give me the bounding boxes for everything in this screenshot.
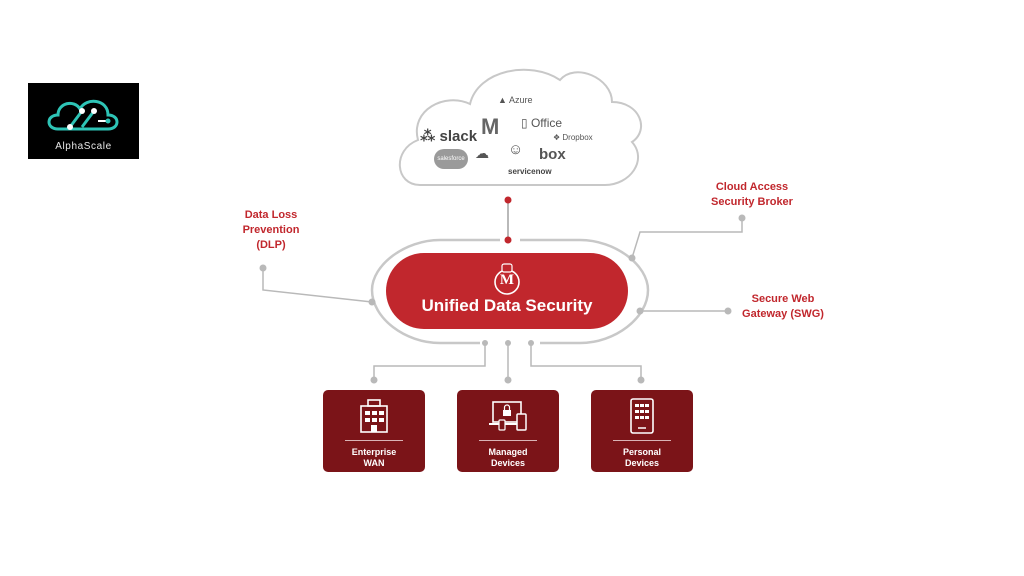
outer-arc-right: [520, 238, 650, 345]
alphascale-logo: AlphaScale: [28, 83, 139, 159]
personal-devices-box: Personal Devices: [591, 390, 693, 472]
enterprise-wan-box: Enterprise WAN: [323, 390, 425, 472]
phone-icon: [630, 398, 654, 434]
personal-connector: [530, 343, 642, 380]
google-cloud-icon: ☁: [475, 145, 489, 161]
office-logo: ▯ Office: [521, 116, 563, 130]
gmail-logo: M: [481, 114, 500, 139]
logo-text: AlphaScale: [55, 141, 112, 152]
cloud-connector-dot-top: [504, 196, 512, 204]
casb-connector: [631, 218, 743, 259]
azure-logo: ▲ Azure: [498, 95, 533, 105]
github-octocat-icon: ☺: [508, 141, 524, 158]
building-icon: [360, 399, 388, 433]
divider: [479, 440, 537, 441]
personal-devices-label: Personal Devices: [622, 447, 662, 468]
azure-icon: ▲: [498, 95, 507, 105]
casb-label: Cloud Access Security Broker: [711, 181, 793, 208]
dlp-connector: [262, 268, 373, 303]
slack-icon: ⁂: [420, 128, 436, 145]
dropbox-icon: ❖: [553, 133, 561, 142]
salesforce-logo: salesforce: [434, 149, 468, 169]
slack-logo: ⁂ slack: [420, 128, 478, 145]
hub-emblem: M: [499, 272, 515, 288]
enterprise-connector: [373, 343, 486, 380]
cloud-circuit-icon: [47, 99, 119, 131]
office-icon: ▯: [521, 116, 528, 130]
managed-devices-label: Managed Devices: [488, 447, 528, 468]
dropbox-logo: ❖ Dropbox: [553, 133, 593, 142]
managed-devices-box: Managed Devices: [457, 390, 559, 472]
hub-pill: [386, 253, 628, 329]
dlp-label: Data Loss Prevention (DLP): [242, 209, 300, 251]
box-logo: box: [539, 146, 566, 163]
outer-arc-left: [370, 238, 500, 345]
divider: [345, 440, 403, 441]
cloud-connector-dot-bottom: [504, 236, 512, 244]
laptop-lock-icon: [489, 401, 527, 431]
servicenow-logo: servicenow: [508, 167, 552, 176]
swg-label: Secure Web Gateway (SWG): [742, 293, 824, 320]
enterprise-wan-label: Enterprise WAN: [351, 447, 397, 468]
hub-title: Unified Data Security: [421, 296, 593, 315]
divider: [613, 440, 671, 441]
